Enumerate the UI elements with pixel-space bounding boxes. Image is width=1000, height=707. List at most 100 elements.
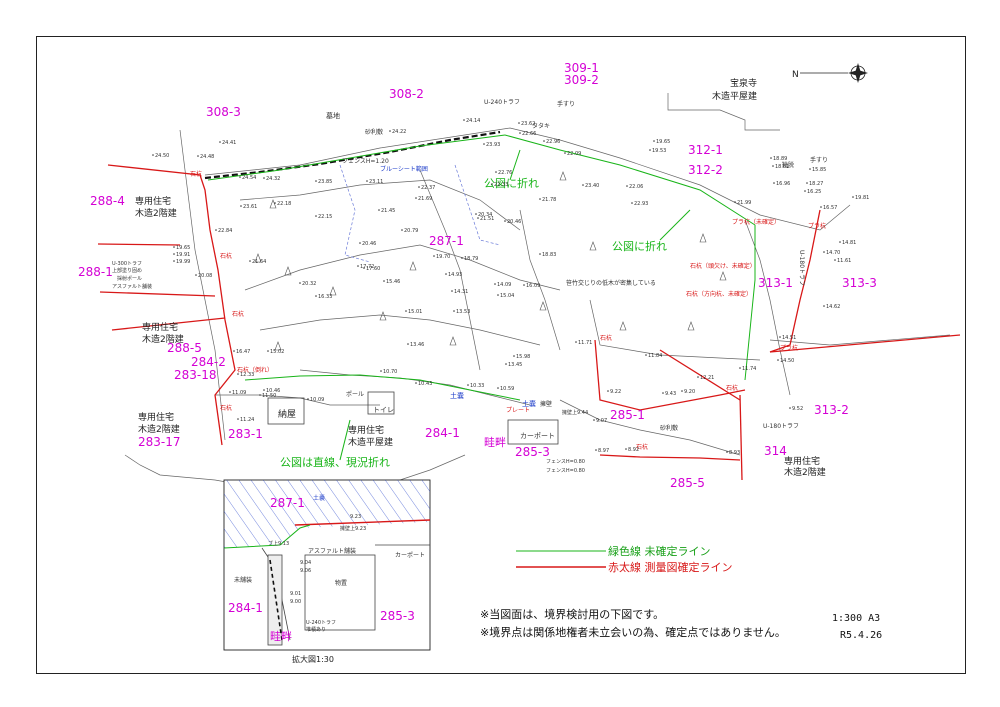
inset-unpaved-label: 未舗装 xyxy=(234,576,252,584)
elevation-point xyxy=(518,122,520,124)
elevation-point xyxy=(823,305,825,307)
elevation-label: 23.11 xyxy=(369,179,383,185)
elevation-label: 18.83 xyxy=(542,252,556,258)
elevation-label: 22.06 xyxy=(629,184,643,190)
inset-elev-7: 9.00 xyxy=(290,599,301,605)
parcel-284-1: 284-1 xyxy=(425,426,460,440)
stake-5: 石杭 xyxy=(220,404,232,412)
parcel-285-3: 285-3 xyxy=(515,445,550,459)
elevation-label: 10.43 xyxy=(418,381,432,387)
elevation-label: 13.53 xyxy=(456,309,470,315)
elevation-label: 22.18 xyxy=(277,201,291,207)
u180-side-label: U-180トラフ xyxy=(798,250,805,286)
inset-parcel-284-1: 284-1 xyxy=(228,601,263,615)
elevation-point xyxy=(789,407,791,409)
legend-green-text: 緑色線 未確定ライン xyxy=(608,544,711,558)
tataki-label: タタキ xyxy=(532,122,550,130)
elevation-point xyxy=(152,154,154,156)
red-line-s-2 xyxy=(739,394,743,481)
elevation-label: 20.32 xyxy=(302,281,316,287)
red-line-se xyxy=(594,339,746,411)
elevation-label: 14.62 xyxy=(826,304,840,310)
dense-bamboo-note: 笹竹交じりの低木が密集している xyxy=(566,279,656,287)
elevation-point xyxy=(593,419,595,421)
elevation-label: 10.70 xyxy=(383,369,397,375)
residence-w-a: 専用住宅 xyxy=(135,195,171,207)
stake-4: 石杭（倒れ） xyxy=(237,366,273,374)
elevation-point xyxy=(809,168,811,170)
elevation-label: 15.85 xyxy=(812,167,826,173)
elevation-label: 15.02 xyxy=(270,349,284,355)
elevation-label: 14.51 xyxy=(782,335,796,341)
pole-2-label: ポール xyxy=(346,390,364,398)
parcel-309-1: 309-1 xyxy=(564,61,599,75)
residence-sw-type: 木造2階建 xyxy=(138,423,180,435)
elevation-label: 17.72 xyxy=(360,264,374,270)
elevation-point xyxy=(607,390,609,392)
stake-10: プラ杭 xyxy=(780,344,798,352)
elevation-point xyxy=(366,180,368,182)
parcel-labels: 309-1 309-2 308-3 308-2 312-1 312-2 288-… xyxy=(78,61,877,490)
elevation-point xyxy=(653,140,655,142)
legend: 緑色線 未確定ライン 赤太線 測量図確定ライン xyxy=(516,544,733,574)
elevation-label: 19.99 xyxy=(176,259,190,265)
pole-label: 採射ポール xyxy=(117,275,142,282)
elevation-label: 10.59 xyxy=(500,386,514,392)
elevation-point xyxy=(777,359,779,361)
elevation-point xyxy=(494,283,496,285)
elevation-label: 11.61 xyxy=(837,258,851,264)
elevation-point xyxy=(477,217,479,219)
elevation-point xyxy=(195,274,197,276)
elevation-point xyxy=(772,165,774,167)
inset-elev-3: ブ上9.13 xyxy=(268,540,289,547)
elevation-point xyxy=(173,246,175,248)
gravel-label-2: 砂利敷 xyxy=(660,424,678,432)
elevation-label: 15.01 xyxy=(408,309,422,315)
elevation-label: 23.61 xyxy=(243,204,257,210)
elevation-point xyxy=(380,370,382,372)
residence-w-b: 専用住宅 xyxy=(142,321,178,333)
parcel-313-1: 313-1 xyxy=(758,276,793,290)
bend-note-1: 公図に折れ xyxy=(484,176,539,190)
parcel-284-2: 284-2 xyxy=(191,355,226,369)
elevation-label: 20.79 xyxy=(404,228,418,234)
inset-elev-2: 擁壁上9.23 xyxy=(340,525,366,532)
elevation-point xyxy=(852,196,854,198)
bend-note-2: 公図に折れ xyxy=(612,239,667,253)
red-line-s xyxy=(599,454,741,461)
inset-parcel-285-3: 285-3 xyxy=(380,609,415,623)
parcel-312-1: 312-1 xyxy=(688,143,723,157)
elevation-label: 19.65 xyxy=(656,139,670,145)
elevation-label: 16.25 xyxy=(807,189,821,195)
u300-sub-label: 上部塗り固め xyxy=(112,267,142,274)
elevation-point xyxy=(625,448,627,450)
elevation-label: 13.46 xyxy=(410,342,424,348)
elevation-label: 24.32 xyxy=(266,176,280,182)
elevation-label: 9.20 xyxy=(684,389,695,395)
elevation-point xyxy=(240,205,242,207)
elevation-point xyxy=(173,253,175,255)
elevation-point xyxy=(495,171,497,173)
green-annotations: 公図に折れ 公図に折れ 公図は直線、現況折れ xyxy=(280,176,667,469)
elevation-point xyxy=(726,451,728,453)
u240-label: U-240トラフ xyxy=(484,99,520,106)
red-line-west xyxy=(107,164,236,446)
elevation-label: 18.79 xyxy=(464,256,478,262)
green-line-fence xyxy=(207,134,506,181)
elevation-point xyxy=(259,394,261,396)
parcel-313-2: 313-2 xyxy=(814,403,849,417)
stake-11: 石杭 xyxy=(600,334,612,342)
drawing-frame xyxy=(36,36,966,674)
elevation-point xyxy=(582,184,584,186)
elevation-label: 11.09 xyxy=(232,390,246,396)
elevation-point xyxy=(418,186,420,188)
elevation-point xyxy=(539,198,541,200)
elevation-point xyxy=(315,215,317,217)
elevation-label: 20.08 xyxy=(198,273,212,279)
tarp-boundary xyxy=(339,164,371,263)
parcel-283-1: 283-1 xyxy=(228,427,263,441)
elevation-label: 22.96 xyxy=(546,139,560,145)
notes: ※当図面は、境界検討用の下図です。 ※境界点は関係地権者未立会いの為、確定点では… xyxy=(480,607,882,641)
elevation-point xyxy=(734,201,736,203)
